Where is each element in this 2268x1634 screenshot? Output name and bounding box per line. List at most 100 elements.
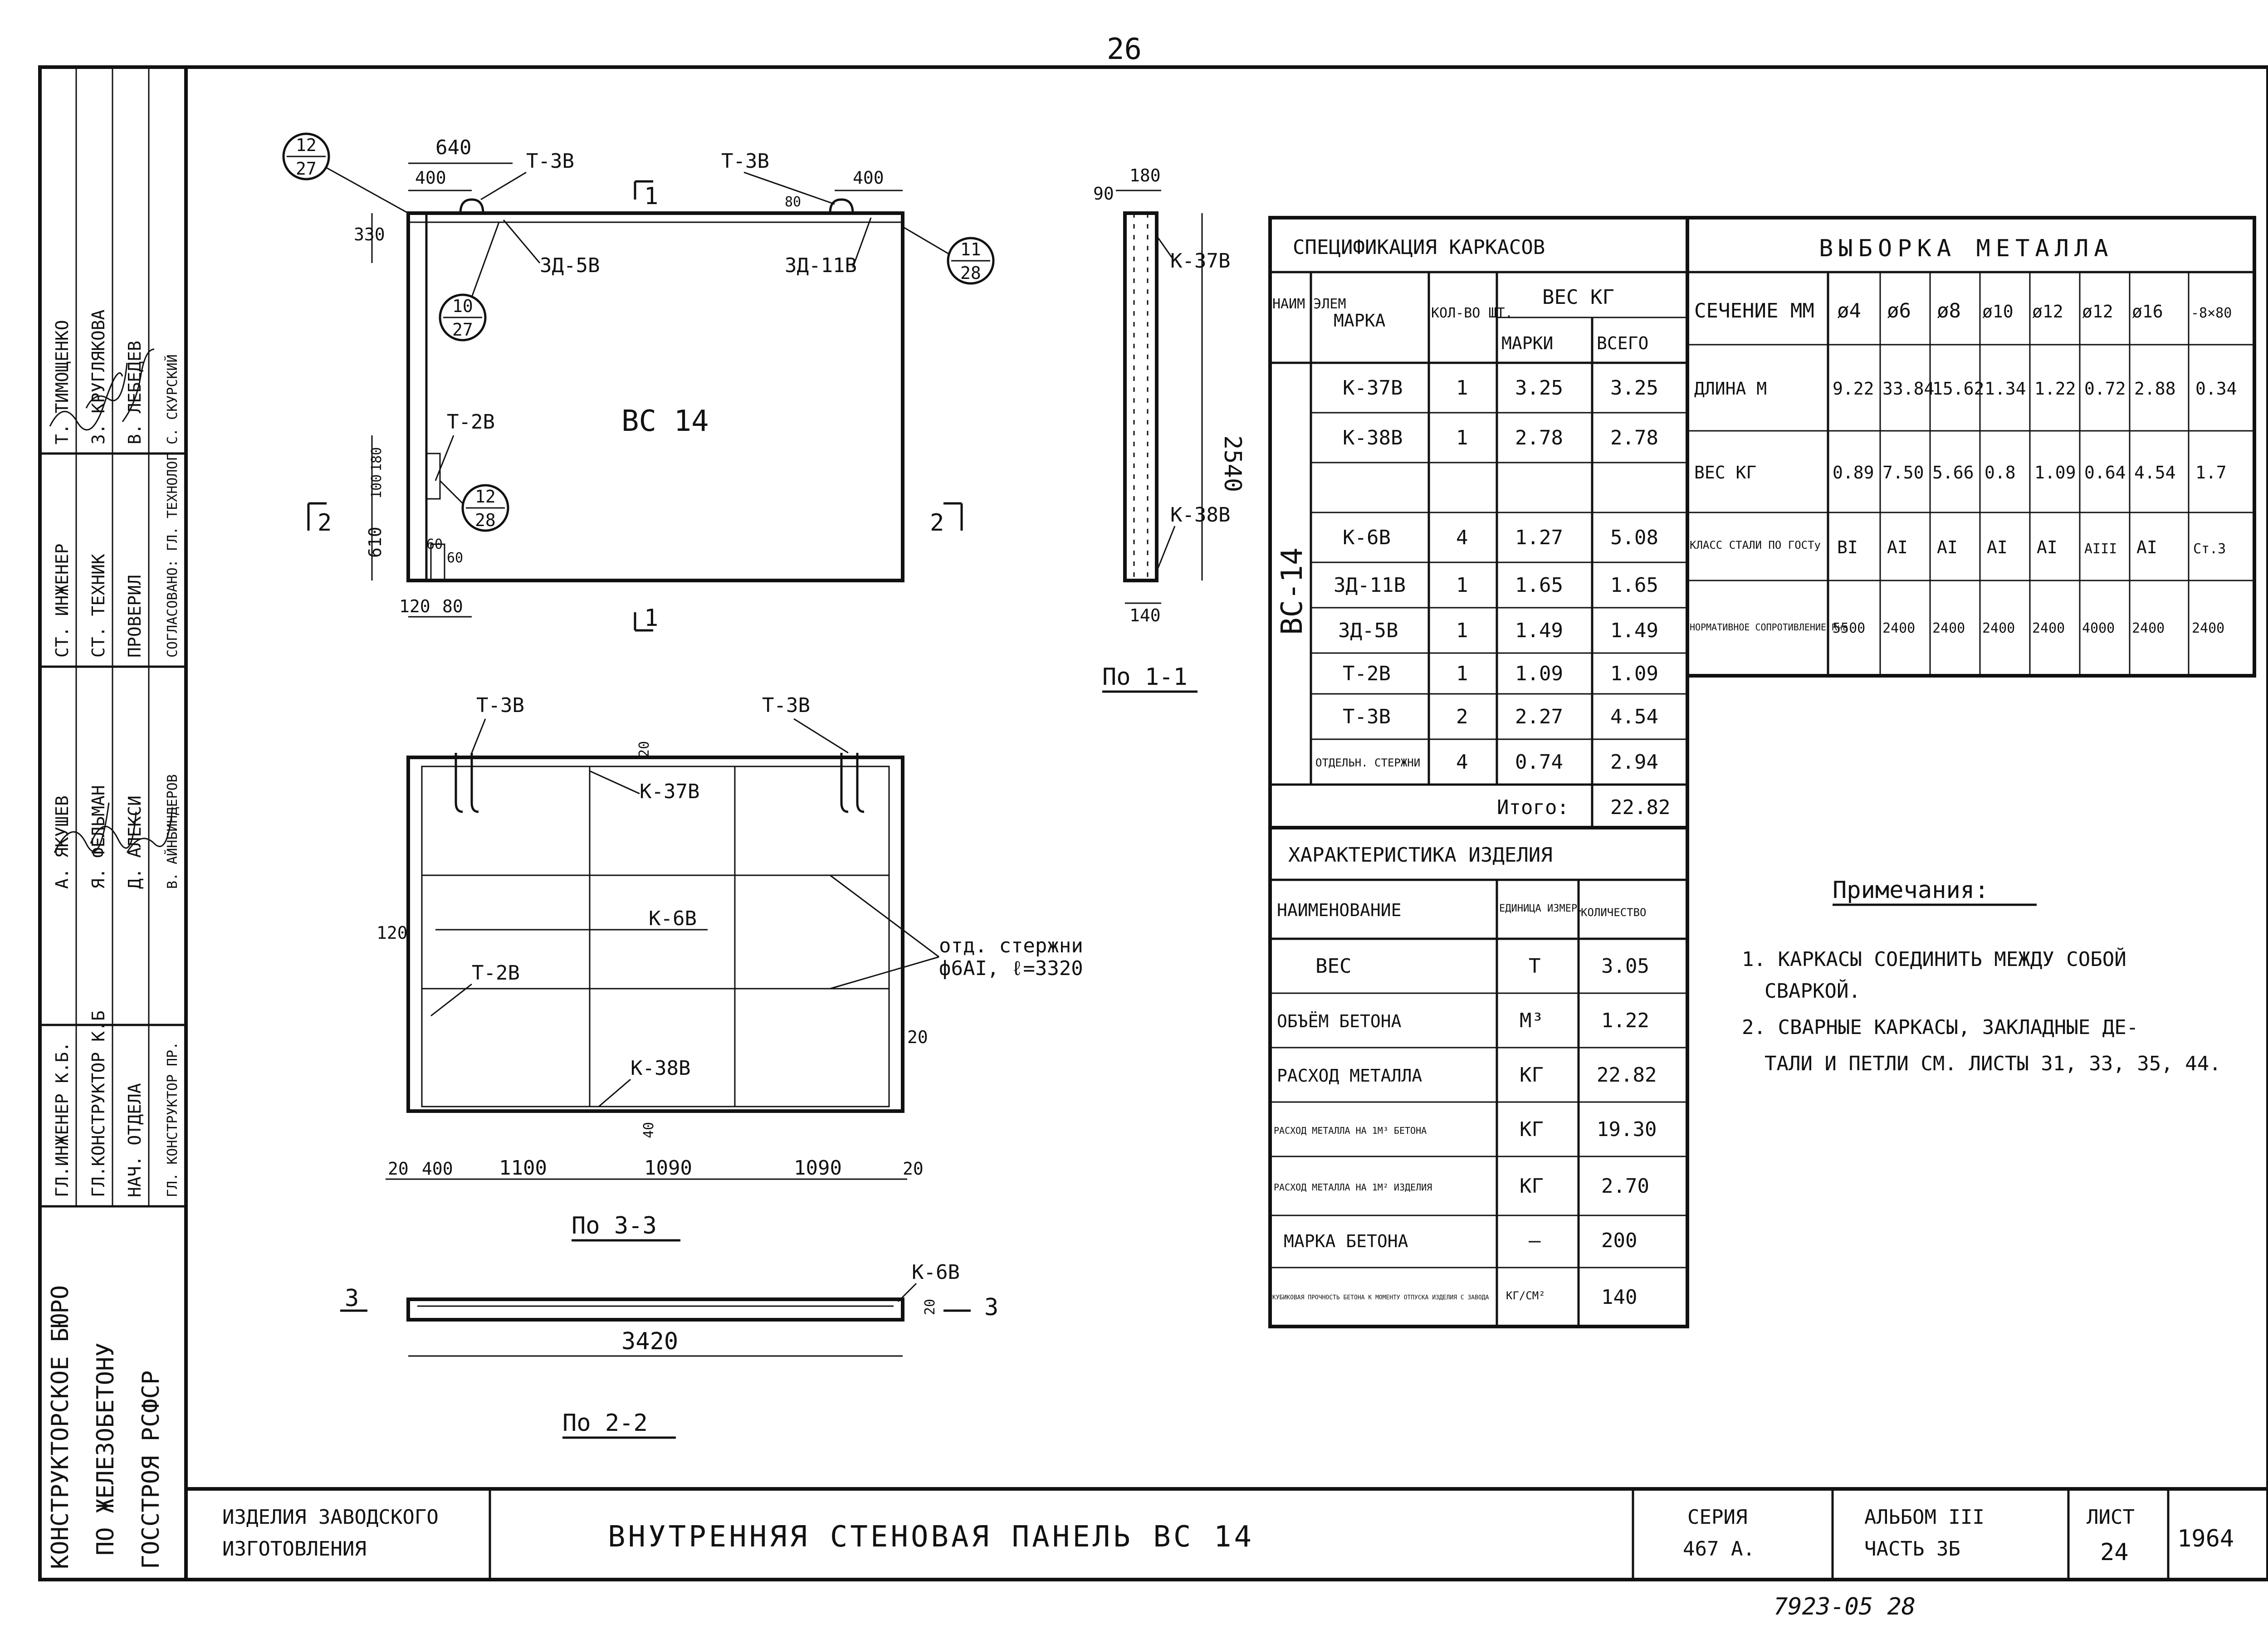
mark-rods-line2: ф6АI, ℓ=3320	[939, 957, 1083, 980]
char-value: 22.82	[1597, 1063, 1657, 1087]
char-row: ВЕС Т 3.05	[1315, 955, 1649, 978]
metal-section-3: ø8	[1937, 299, 1961, 322]
metal-section-1: ø4	[1837, 299, 1861, 322]
spec-row: К-6В 4 1.27 5.08	[1343, 526, 1658, 549]
callout-1-top: 12	[296, 135, 317, 155]
series-label: СЕРИЯ	[1687, 1506, 1747, 1529]
metal-cell: 15.62	[1932, 379, 1984, 399]
metal-section-8: -8×80	[2191, 305, 2232, 321]
metal-cell: АI	[2037, 537, 2058, 557]
metal-row: КЛАСС СТАЛИ ПО ГОСТу ВI АI АI АI АI АIII…	[1690, 537, 2226, 557]
spec-table: СПЕЦИФИКАЦИЯ КАРКАСОВ НАИМ ЭЛЕМ МАРКА КО…	[1268, 216, 1689, 829]
section-3-3: Т-3В Т-3В К-37В К-6В Т-2В К-38В отд. сте…	[376, 694, 1083, 1242]
char-unit: КГ	[1520, 1063, 1544, 1087]
char-title: ХАРАКТЕРИСТИКА ИЗДЕЛИЯ	[1288, 844, 1553, 867]
spec-qty: 1	[1456, 662, 1468, 685]
cut-2-right: 2	[930, 509, 944, 537]
spec-mark: Т-2В	[1343, 662, 1391, 685]
note-1-line2: СВАРКОЙ.	[1765, 979, 1861, 1003]
metal-cell: 2400	[2132, 620, 2165, 636]
dim-plan-20-top: 20	[636, 741, 652, 757]
spec-col-mark: МАРКА	[1334, 311, 1386, 331]
spec-total: 4.54	[1610, 705, 1658, 728]
metal-row: ДЛИНА М 9.22 33.84 15.62 1.34 1.22 0.72 …	[1694, 379, 2237, 399]
char-row: МАРКА БЕТОНА — 200	[1284, 1229, 1637, 1252]
mark-k37v-side: К-37В	[1170, 249, 1230, 273]
mark-t2v: Т-2В	[447, 410, 495, 434]
spec-total: 1.49	[1610, 619, 1658, 642]
metal-section-7: ø16	[2132, 302, 2163, 322]
panel-elevation: 640 400 400 80 330 180 100 610 60 60 120…	[282, 132, 995, 632]
dim-plan-20-end: 20	[903, 1159, 924, 1179]
sign-left-role-3: НАЧ. ОТДЕЛА	[125, 1083, 145, 1197]
spec-mark: ОТДЕЛЬН. СТЕРЖНИ	[1315, 756, 1420, 769]
metal-cell: 1.09	[2034, 463, 2076, 483]
bureau-line1: КОНСТРУКТОРСКОЕ БЮРО	[47, 1285, 74, 1569]
metal-cell: ВI	[1837, 537, 1858, 557]
spec-qty: 2	[1456, 705, 1468, 728]
product-type-line1: ИЗДЕЛИЯ ЗАВОДСКОГО	[222, 1506, 439, 1529]
section-2-2-label: По 2-2	[562, 1410, 648, 1437]
notes-title: Примечания:	[1833, 877, 1989, 904]
dim-plan-1090b: 1090	[794, 1156, 842, 1180]
dim-610: 610	[365, 527, 385, 558]
dim-80: 80	[785, 194, 801, 210]
metal-cell: 0.34	[2195, 379, 2237, 399]
sign-right-name-2: З. КРУГЛЯКОВА	[88, 309, 108, 444]
dim-plan-400: 400	[422, 1159, 453, 1179]
metal-cell: 9.22	[1833, 379, 1874, 399]
dim-80b: 80	[442, 596, 463, 616]
sheet-label: ЛИСТ	[2087, 1506, 2135, 1529]
part-label: ЧАСТЬ 3Б	[1864, 1537, 1960, 1561]
mark-t3v-plan-left: Т-3В	[476, 694, 524, 717]
char-col-qty: КОЛИЧЕСТВО	[1581, 906, 1647, 919]
spec-col-weight-total: ВСЕГО	[1597, 333, 1648, 353]
callout-4-top: 12	[475, 487, 496, 507]
spec-col-weight-mark: МАРКИ	[1501, 333, 1553, 353]
mark-k38v-side: К-38В	[1170, 503, 1230, 527]
metal-row: ВЕС КГ 0.89 7.50 5.66 0.8 1.09 0.64 4.54…	[1694, 463, 2227, 483]
metal-cell: 4.54	[2134, 463, 2176, 483]
spec-unit: 1.09	[1515, 662, 1563, 685]
dim-100: 100	[369, 474, 385, 499]
spec-mark: К-6В	[1343, 526, 1391, 549]
callout-4-bottom: 28	[475, 510, 496, 530]
metal-cell: 5500	[1833, 620, 1865, 636]
metal-section-6: ø12	[2082, 302, 2113, 322]
char-value: 140	[1601, 1286, 1637, 1309]
spec-col-weight: ВЕС КГ	[1542, 286, 1614, 309]
metal-cell: 2400	[2032, 620, 2065, 636]
metal-row-label: КЛАСС СТАЛИ ПО ГОСТу	[1690, 539, 1821, 551]
drawing-title: ВНУТРЕННЯЯ СТЕНОВАЯ ПАНЕЛЬ ВС 14	[608, 1520, 1254, 1554]
metal-cell: 7.50	[1882, 463, 1924, 483]
char-unit: Т	[1529, 955, 1541, 978]
spec-col-element: НАИМ ЭЛЕМ	[1272, 296, 1346, 312]
dim-side-180: 180	[1129, 166, 1161, 185]
metal-title: ВЫБОРКА МЕТАЛЛА	[1819, 235, 2114, 262]
year: 1964	[2177, 1525, 2234, 1552]
spec-col-qty: КОЛ-ВО ШТ.	[1431, 305, 1513, 321]
title-block: ИЗДЕЛИЯ ЗАВОДСКОГО ИЗГОТОВЛЕНИЯ ВНУТРЕНН…	[186, 1487, 2268, 1580]
dim-plan-120: 120	[376, 923, 408, 943]
spec-total: 1.65	[1610, 574, 1658, 597]
metal-cell: 0.72	[2084, 379, 2126, 399]
metal-row-label: ДЛИНА М	[1694, 379, 1767, 399]
spec-qty: 4	[1456, 526, 1468, 549]
sign-left-role-4: ГЛ. КОНСТРУКТОР ПР.	[165, 1042, 181, 1197]
cut-3-left: 3	[345, 1285, 359, 1312]
spec-unit: 3.25	[1515, 376, 1563, 400]
metal-table: ВЫБОРКА МЕТАЛЛА СЕЧЕНИЕ ММ ø4 ø6 ø8 ø10 …	[1686, 216, 2256, 678]
metal-cell: АI	[1987, 537, 2008, 557]
spec-row: Т-2В 1 1.09 1.09	[1343, 662, 1658, 685]
metal-cell: 1.7	[2195, 463, 2227, 483]
metal-cell: Ст.3	[2193, 541, 2226, 557]
metal-cell: 2400	[1882, 620, 1915, 636]
spec-row: К-38В 1 2.78 2.78	[1343, 426, 1658, 449]
spec-title: СПЕЦИФИКАЦИЯ КАРКАСОВ	[1293, 236, 1545, 259]
album-label: АЛЬБОМ III	[1864, 1506, 1984, 1529]
sign-left-name-4: В. АЙНБИНДЕРОВ	[164, 774, 181, 889]
sign-right-role-1: СТ. ИНЖЕНЕР	[52, 543, 72, 658]
dim-60b: 60	[447, 550, 463, 566]
spec-qty: 1	[1456, 426, 1468, 449]
metal-cell: 1.22	[2034, 379, 2076, 399]
